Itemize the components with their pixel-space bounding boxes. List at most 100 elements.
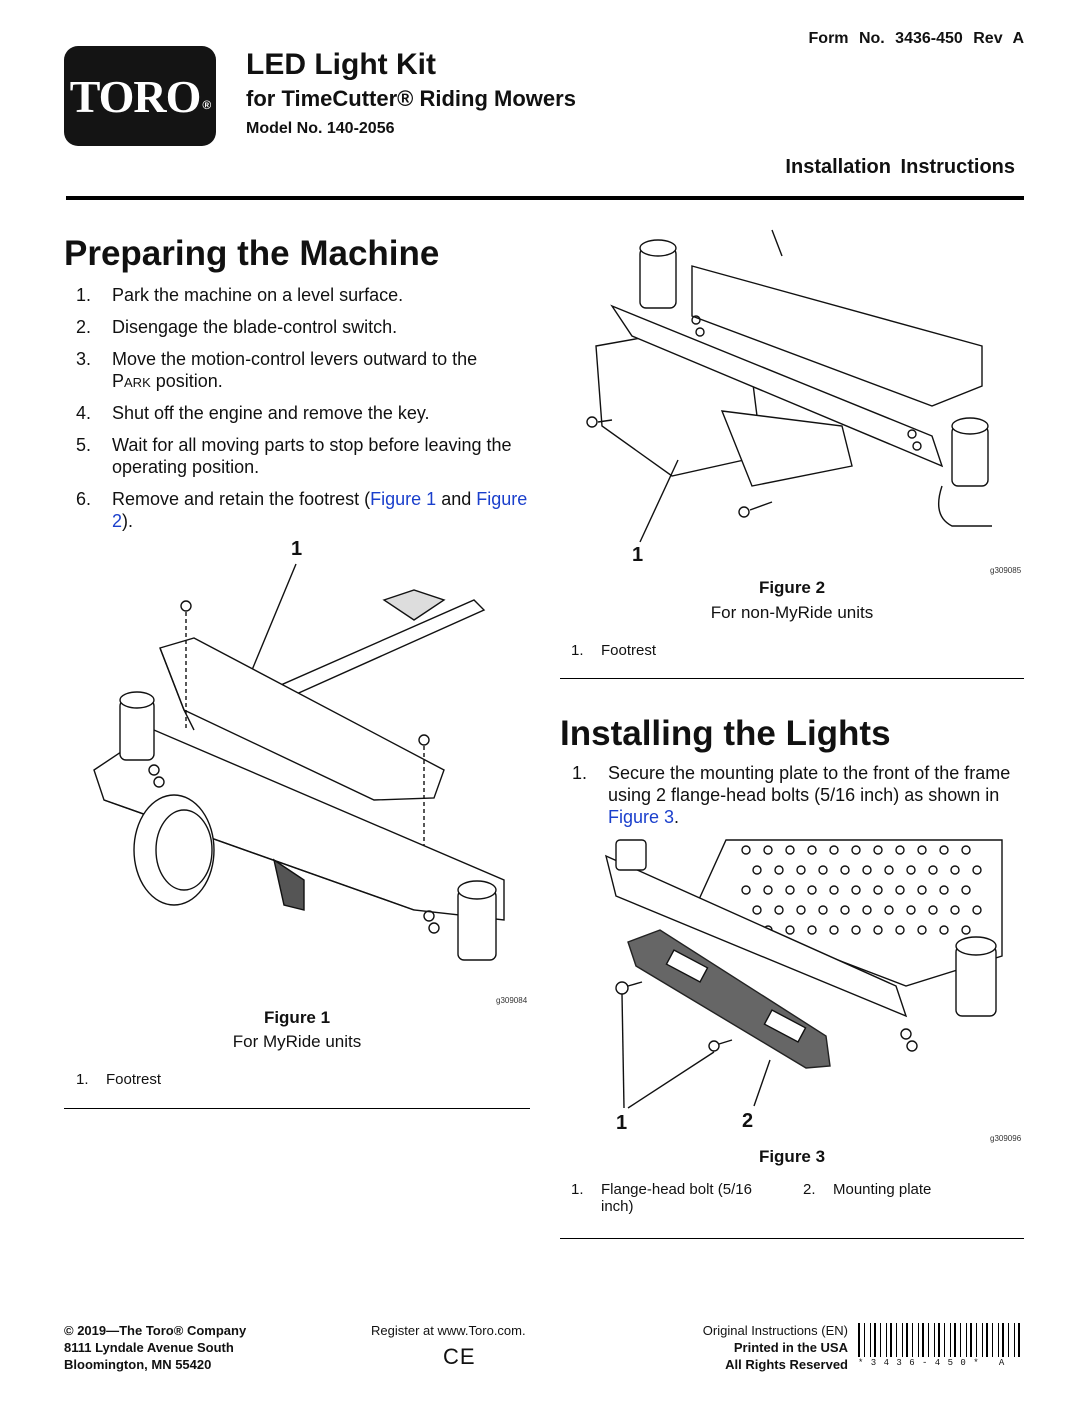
barcode-text: * 3 4 3 6 - 4 5 0 * A — [858, 1358, 1006, 1368]
logo-text: TORO — [69, 70, 202, 122]
step-3: 3.Move the motion-control levers outward… — [76, 349, 478, 391]
figure-2-link[interactable]: Figure 2 — [112, 489, 528, 531]
document-title: LED Light Kit — [246, 48, 436, 81]
figure-2-legend-item: 1. Footrest — [571, 642, 656, 659]
barcode-bar — [934, 1323, 935, 1357]
barcode-bar — [928, 1323, 929, 1357]
deck-hole — [774, 865, 784, 875]
barcode-bar — [998, 1323, 999, 1357]
deck-hole — [752, 905, 762, 915]
deck-hole — [939, 925, 949, 935]
deck-hole — [862, 865, 872, 875]
footer-origin: Original Instructions (EN) Printed in th… — [703, 1322, 848, 1373]
deck-hole — [829, 845, 839, 855]
deck-hole — [840, 905, 850, 915]
deck-hole — [961, 845, 971, 855]
figure-1-illustration — [93, 563, 505, 961]
deck-hole — [774, 905, 784, 915]
deck-hole — [862, 905, 872, 915]
deck-hole — [785, 845, 795, 855]
barcode-bar — [954, 1323, 956, 1357]
step-4: 4.Shut off the engine and remove the key… — [76, 403, 430, 423]
figure-3-callout-2: 2 — [742, 1110, 754, 1132]
figure-3-illustration — [604, 839, 1003, 1109]
figure-1-legend-item: 1.Footrest — [76, 1071, 161, 1088]
footer-register: Register at www.Toro.com. — [371, 1323, 526, 1338]
document-subtitle: for TimeCutter® Riding Mowers — [246, 86, 576, 111]
deck-hole — [950, 865, 960, 875]
barcode-bar — [918, 1323, 919, 1357]
legend-text: Footrest — [601, 642, 657, 659]
barcode-bar — [950, 1323, 951, 1357]
install-step-1-text: Secure the mounting plate to the front o… — [608, 763, 1011, 805]
figure-2-subcaption: For non-MyRide units — [710, 603, 874, 622]
deck-hole — [972, 905, 982, 915]
figure-1-code: g309084 — [496, 996, 528, 1005]
document-type: Installation Instructions — [785, 156, 1015, 178]
address-line-1: 8111 Lyndale Avenue South — [64, 1340, 234, 1355]
legend-text: Mounting plate — [833, 1181, 932, 1198]
barcode-bar — [986, 1323, 988, 1357]
deck-hole — [829, 925, 839, 935]
barcode-bar — [966, 1323, 967, 1357]
barcode-bar — [864, 1323, 865, 1357]
step-2-text: Disengage the blade-control switch. — [112, 317, 398, 337]
original-instructions: Original Instructions (EN) — [702, 1323, 848, 1338]
deck-hole — [796, 905, 806, 915]
deck-hole — [796, 865, 806, 875]
figure-3-link[interactable]: Figure 3 — [608, 807, 675, 827]
deck-hole — [972, 865, 982, 875]
deck-hole — [961, 885, 971, 895]
step-6-and: and — [436, 489, 472, 509]
figure-2-callout: 1 — [632, 544, 644, 566]
barcode-bar — [906, 1323, 908, 1357]
ce-mark: CE — [443, 1344, 476, 1369]
barcode-bar — [1018, 1323, 1020, 1357]
barcode-bar — [896, 1323, 897, 1357]
deck-hole — [873, 925, 883, 935]
preparing-steps: 1.Park the machine on a level surface. 2… — [64, 284, 534, 542]
figure-3-code: g309096 — [990, 1134, 1022, 1143]
deck-hole — [807, 885, 817, 895]
address-line-2: Bloomington, MN 55420 — [64, 1357, 212, 1372]
figure-1-subcaption: For MyRide units — [232, 1032, 362, 1051]
deck-hole — [939, 845, 949, 855]
figure-2-code: g309085 — [990, 566, 1022, 575]
barcode-bar — [992, 1323, 993, 1357]
legend-number: 2. — [803, 1181, 816, 1198]
deck-hole — [895, 885, 905, 895]
logo-registered-mark: ® — [202, 98, 211, 112]
figure-1-callout: 1 — [291, 538, 303, 560]
figure-3-legend-item-1: 1.Flange-head bolt (5/16 inch) — [571, 1181, 781, 1215]
deck-hole — [906, 865, 916, 875]
deck-hole — [851, 885, 861, 895]
figure-2-illustration — [586, 229, 992, 543]
figure-1-rule — [64, 1108, 530, 1109]
section-heading-installing: Installing the Lights — [560, 714, 891, 753]
section-heading-preparing: Preparing the Machine — [64, 234, 440, 273]
barcode-bar — [1008, 1323, 1009, 1357]
barcode — [858, 1323, 1020, 1357]
install-step-1-end: . — [674, 807, 680, 827]
deck-hole — [895, 845, 905, 855]
barcode-bar — [912, 1323, 913, 1357]
legend-number: 1. — [571, 642, 584, 659]
step-6-text: Remove and retain the footrest ( — [112, 489, 371, 509]
barcode-bar — [886, 1323, 887, 1357]
deck-hole — [928, 865, 938, 875]
barcode-bar — [858, 1323, 860, 1357]
deck-hole — [950, 905, 960, 915]
deck-hole — [939, 885, 949, 895]
legend-text: Flange-head bolt (5/16 inch) — [601, 1181, 752, 1215]
barcode-bar — [960, 1323, 961, 1357]
deck-hole — [807, 845, 817, 855]
deck-hole — [884, 905, 894, 915]
installing-steps: 1.Secure the mounting plate to the front… — [560, 762, 1020, 838]
deck-hole — [785, 885, 795, 895]
figure-3-callout-1: 1 — [616, 1112, 628, 1134]
step-6-end: ). — [122, 511, 134, 531]
deck-hole — [873, 845, 883, 855]
figure-1-link[interactable]: Figure 1 — [370, 489, 437, 509]
step-5-text: Wait for all moving parts to stop before… — [112, 435, 512, 477]
park-term: Park — [112, 371, 151, 391]
